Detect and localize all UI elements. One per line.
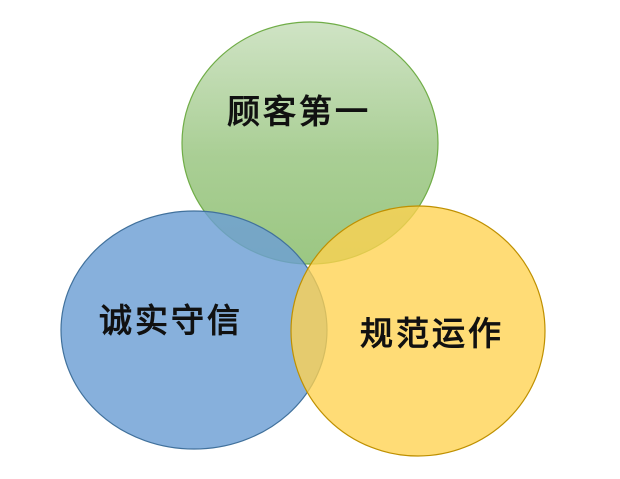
circle-standard-operation [290,205,546,457]
label-honesty: 诚实守信 [99,301,243,340]
label-standard-operation: 规范运作 [360,314,504,353]
label-customer-first: 顾客第一 [227,92,371,131]
circle-customer-first [181,21,439,265]
